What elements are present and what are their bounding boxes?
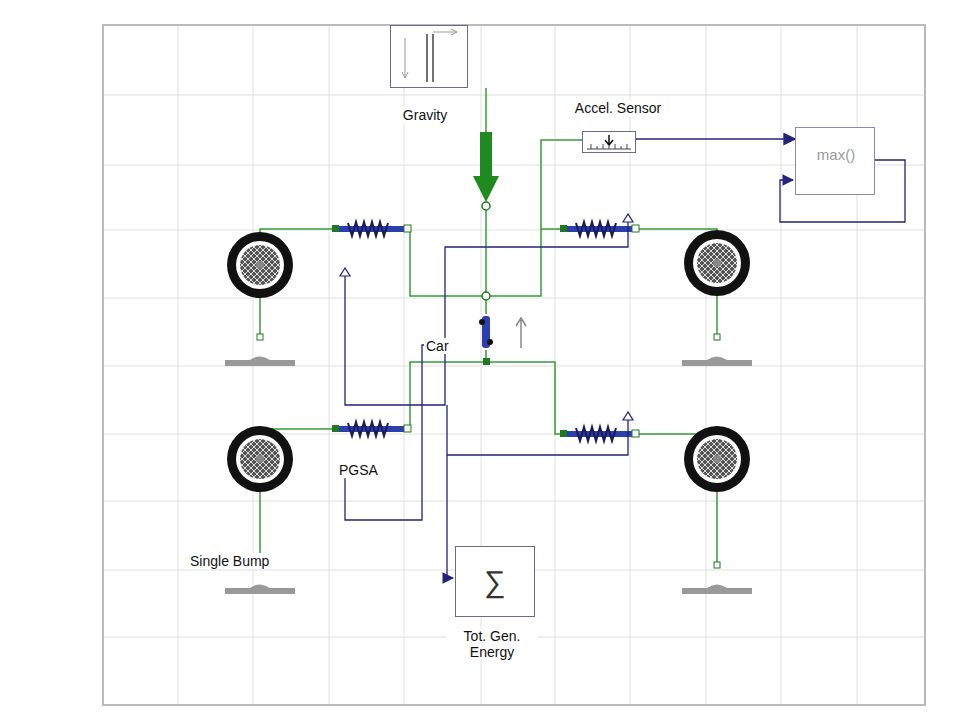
gravity-block: Gravity: [390, 25, 468, 88]
max-block: max(): [795, 127, 875, 195]
sensor-icon: [583, 132, 635, 152]
block-caption: Tot. Gen. Energy: [447, 628, 537, 660]
needle: [605, 135, 613, 145]
part-label: Car: [424, 338, 451, 354]
sensor-block: Accel. Sensor: [582, 131, 636, 153]
part-label: PGSA: [337, 462, 380, 478]
part-label: Single Bump: [188, 553, 271, 569]
field-lines: [427, 34, 433, 82]
sum-block: ∑Tot. Gen. Energy: [455, 546, 535, 617]
block-label: Accel. Sensor: [573, 100, 663, 116]
block-label: max(): [817, 146, 855, 163]
block-label: ∑: [484, 565, 505, 599]
gravity-icon: [391, 26, 467, 87]
signal-connector: [636, 138, 795, 139]
axis-arrows: [402, 29, 457, 78]
block-label: Gravity: [401, 107, 449, 123]
